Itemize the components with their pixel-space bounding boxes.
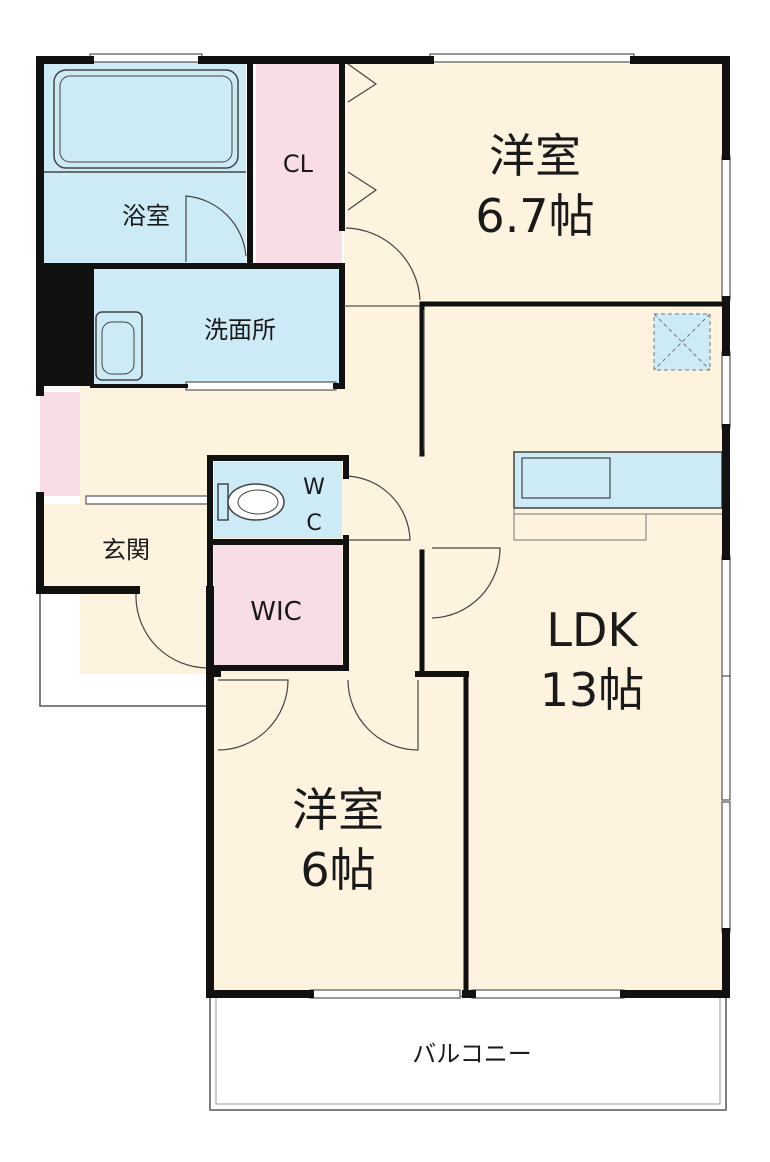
- entrance-porch: [39, 590, 210, 707]
- room-wic-name: WIC: [250, 597, 302, 627]
- balcony-area: [209, 995, 727, 1111]
- room-wc-line1: W: [303, 475, 325, 500]
- walls: [36, 56, 730, 998]
- floor-entrance: [40, 504, 210, 590]
- bathtub-icon: [53, 69, 239, 169]
- floor-western-2: [210, 674, 466, 994]
- room-ldk-name: LDK: [546, 603, 639, 657]
- floor-shoe-storage: [40, 392, 80, 496]
- floor-wic: [214, 544, 342, 668]
- room-wc-line2: C: [306, 511, 321, 536]
- room-closet-name: CL: [283, 150, 314, 178]
- floor-ldk: [422, 304, 726, 994]
- room-western-2-name: 洋室: [292, 783, 384, 837]
- room-western-2-size: 6帖: [300, 843, 375, 897]
- kitchen-sink-icon: [521, 457, 611, 499]
- room-western-1-name: 洋室: [489, 129, 581, 183]
- floor-closet: [256, 60, 342, 266]
- windows: [85, 53, 731, 999]
- door-swings: [135, 63, 501, 751]
- room-bath-name: 浴室: [122, 202, 170, 230]
- room-entrance-name: 玄関: [102, 536, 150, 564]
- balcony-name: バルコニー: [412, 1040, 532, 1068]
- ventilation-icon: [653, 313, 711, 371]
- floor-western-1: [344, 60, 726, 304]
- room-western-1-size: 6.7帖: [475, 189, 594, 243]
- washbasin-icon: [95, 311, 143, 381]
- room-washroom-name: 洗面所: [204, 316, 276, 344]
- toilet-bowl-icon: [227, 483, 285, 521]
- room-ldk-size: 13帖: [540, 663, 645, 717]
